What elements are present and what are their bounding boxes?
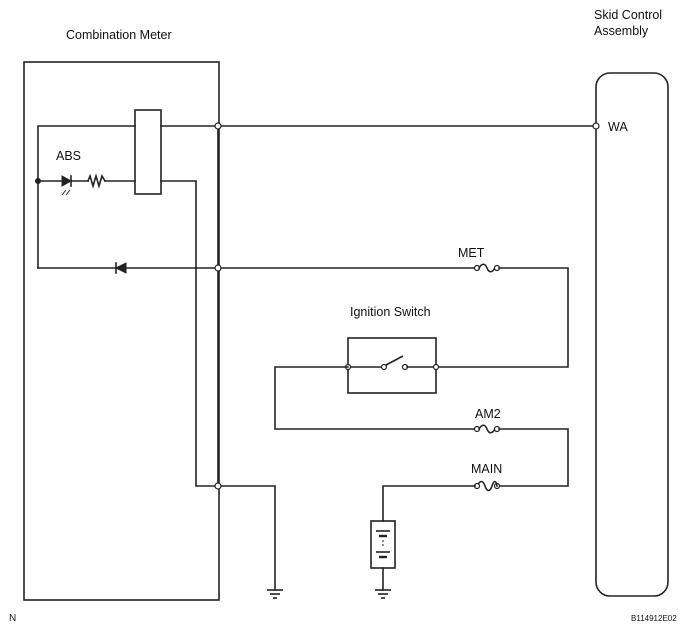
ignition-switch-box[interactable] xyxy=(347,337,437,394)
combination-meter-label: Combination Meter xyxy=(66,28,172,42)
wa-label: WA xyxy=(608,120,628,134)
corner-n-label: N xyxy=(9,613,16,624)
junction-dot xyxy=(214,264,222,272)
met-wire-right xyxy=(435,267,569,368)
meter-left-wire xyxy=(37,125,136,269)
am2-fuse-icon xyxy=(477,424,497,434)
figure-code-label: B114912E02 xyxy=(631,614,677,623)
switch-to-am2-wire xyxy=(274,366,478,430)
main-fuse-icon xyxy=(475,480,498,492)
module-to-ground-wire xyxy=(160,180,219,487)
wa-terminal xyxy=(592,122,600,130)
am2-label: AM2 xyxy=(475,407,501,421)
abs-led-emission-icon xyxy=(61,189,67,196)
am2-to-main-wire xyxy=(498,428,569,487)
abs-led-diode-icon xyxy=(61,175,73,187)
met-label: MET xyxy=(458,246,485,260)
met-fuse-icon xyxy=(477,263,497,273)
ignition-switch-contact-icon xyxy=(385,355,404,366)
ignition-switch-label: Ignition Switch xyxy=(350,305,431,319)
meter-diode-icon xyxy=(114,262,127,274)
skid-control-label-line1: Skid Control xyxy=(594,8,662,22)
meter-ground-wire xyxy=(217,485,276,591)
meter-module-block xyxy=(134,109,162,195)
skid-control-label-line2: Assembly xyxy=(594,24,649,38)
junction-dot xyxy=(214,482,222,490)
abs-label: ABS xyxy=(56,149,81,163)
abs-resistor-icon xyxy=(86,173,107,189)
combination-meter-box xyxy=(23,61,220,601)
junction-dot xyxy=(35,178,41,184)
main-to-battery-wire xyxy=(382,485,476,522)
skid-control-assembly-box xyxy=(595,72,669,597)
main-label: MAIN xyxy=(471,462,502,476)
junction-dot xyxy=(214,122,222,130)
